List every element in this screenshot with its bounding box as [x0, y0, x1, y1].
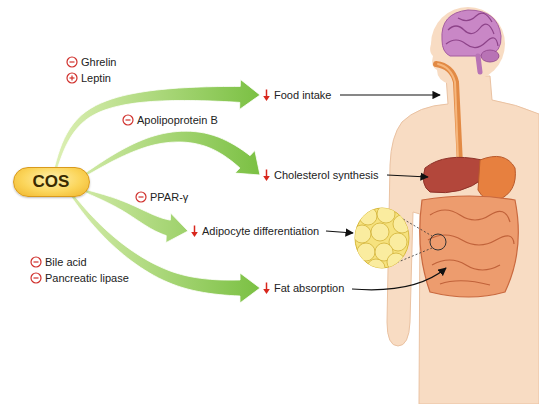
- decrease-arrow-head: [191, 232, 198, 237]
- decrease-arrow-head: [263, 96, 270, 101]
- decrease-arrow-head: [263, 176, 270, 181]
- stomach: [478, 156, 515, 200]
- decrease-arrow-shaft: [266, 170, 268, 178]
- human-body: [387, 7, 539, 404]
- esophagus-shine: [438, 64, 458, 160]
- effect-arrow: [85, 131, 260, 176]
- fat-cell: [377, 205, 395, 223]
- liver: [423, 157, 484, 192]
- esophagus: [436, 64, 460, 165]
- effect-node: Adipocyte differentiation: [190, 224, 319, 238]
- cerebellum: [481, 50, 499, 62]
- brain-fold: [458, 13, 492, 22]
- zoom-circle: [430, 234, 446, 250]
- pointer-arrow: [387, 175, 428, 177]
- decrease-arrow: [262, 281, 271, 295]
- fat-cell: [357, 243, 375, 261]
- minus-sign: [123, 115, 133, 125]
- decrease-arrow-shaft: [194, 226, 196, 234]
- plus-sign: [67, 73, 77, 83]
- decrease-arrow: [262, 88, 271, 102]
- pointer-arrow: [340, 94, 440, 95]
- intestine-fold: [430, 210, 510, 222]
- factor-label: Bile acid: [45, 255, 87, 269]
- effect-node: Fat absorption: [262, 281, 344, 295]
- brain-fold: [446, 38, 498, 48]
- minus-sign: [31, 257, 41, 267]
- body-silhouette: [387, 76, 539, 404]
- fat-cell: [371, 223, 389, 241]
- node-text: Fat absorption: [274, 281, 344, 295]
- effect-node: Cholesterol synthesis: [262, 168, 379, 182]
- adipose-tissue: [353, 205, 446, 277]
- decrease-arrow-shaft: [266, 90, 268, 98]
- node-text: Cholesterol synthesis: [274, 168, 379, 182]
- decrease-arrow-shaft: [266, 283, 268, 291]
- factor-label: Apolipoprotein B: [137, 113, 218, 127]
- effect-arrow: [69, 192, 260, 303]
- factor-label: Pancreatic lipase: [45, 271, 129, 285]
- pointer-arrow: [352, 268, 446, 290]
- intestines: [420, 196, 519, 297]
- node-text: Food intake: [274, 88, 331, 102]
- node-text: COS: [33, 172, 70, 192]
- intestine-fold: [440, 281, 490, 285]
- pointer-arrow: [326, 231, 353, 233]
- intestine-fold: [432, 260, 500, 270]
- factor-label: Ghrelin: [81, 55, 116, 69]
- node-text: Adipocyte differentiation: [202, 224, 319, 238]
- decrease-arrow: [262, 168, 271, 182]
- minus-sign: [67, 57, 77, 67]
- fat-cell: [367, 259, 385, 277]
- minus-sign: [31, 273, 41, 283]
- pointer-arrows: [326, 95, 446, 290]
- decrease-arrow-head: [263, 289, 270, 294]
- fat-cell: [353, 225, 371, 243]
- fat-cell: [359, 207, 377, 225]
- fat-cells: [353, 205, 411, 277]
- intestine-fold: [428, 235, 514, 245]
- decrease-arrow: [190, 224, 199, 238]
- effect-node: Food intake: [262, 88, 331, 102]
- fat-cell: [393, 215, 411, 233]
- minus-sign: [136, 192, 146, 202]
- fat-cell: [387, 253, 405, 271]
- compound-pill: COS: [13, 167, 90, 197]
- brain: [442, 10, 501, 56]
- factor-label: PPAR-γ: [150, 190, 188, 204]
- brain-fold: [448, 24, 494, 34]
- effect-arrow: [85, 190, 188, 243]
- factor-label: Leptin: [81, 71, 111, 85]
- brain-stem: [478, 56, 480, 72]
